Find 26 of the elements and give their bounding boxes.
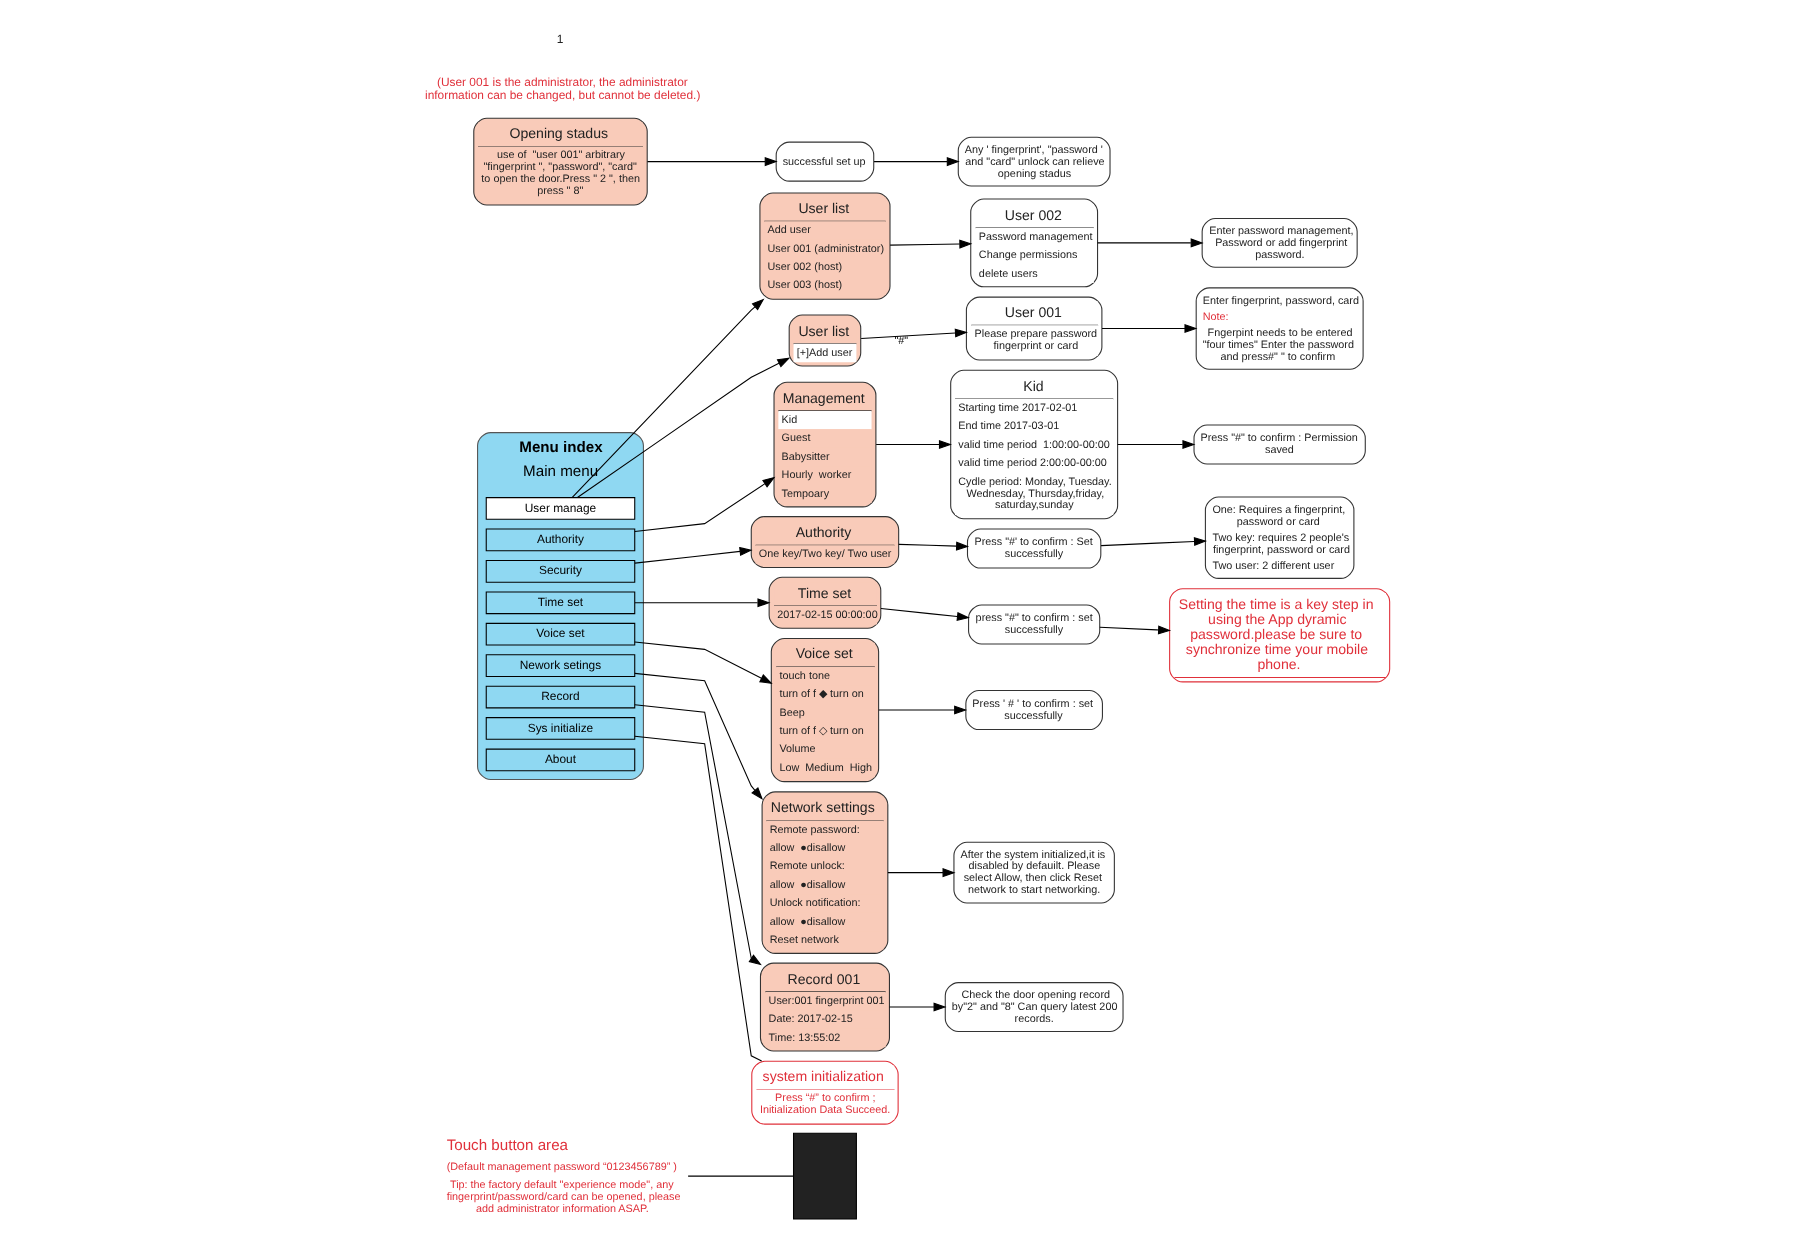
- arrow: [878, 705, 968, 715]
- arrow: [576, 357, 791, 499]
- arrow: [887, 868, 956, 878]
- arrow: [898, 541, 970, 551]
- arrow: [634, 672, 764, 800]
- arrow: [875, 439, 952, 450]
- arrow: [889, 239, 973, 249]
- arrow: [634, 641, 773, 684]
- arrow: [1099, 625, 1172, 635]
- connector: [687, 1175, 794, 1177]
- arrow: [634, 476, 776, 533]
- arrow: [1117, 439, 1196, 450]
- node-box: [793, 1132, 857, 1220]
- arrow: [889, 1002, 947, 1012]
- arrow: [646, 157, 778, 167]
- arrow: [1097, 238, 1204, 248]
- arrow: [1100, 536, 1207, 547]
- arrow: [880, 608, 970, 621]
- arrow: [1101, 323, 1198, 334]
- arrow: [634, 546, 753, 564]
- arrow: [860, 328, 968, 339]
- arrow: [634, 704, 762, 966]
- arrow: [634, 598, 771, 608]
- arrow: [873, 157, 960, 167]
- arrow: [571, 298, 765, 499]
- connector: [634, 735, 763, 1062]
